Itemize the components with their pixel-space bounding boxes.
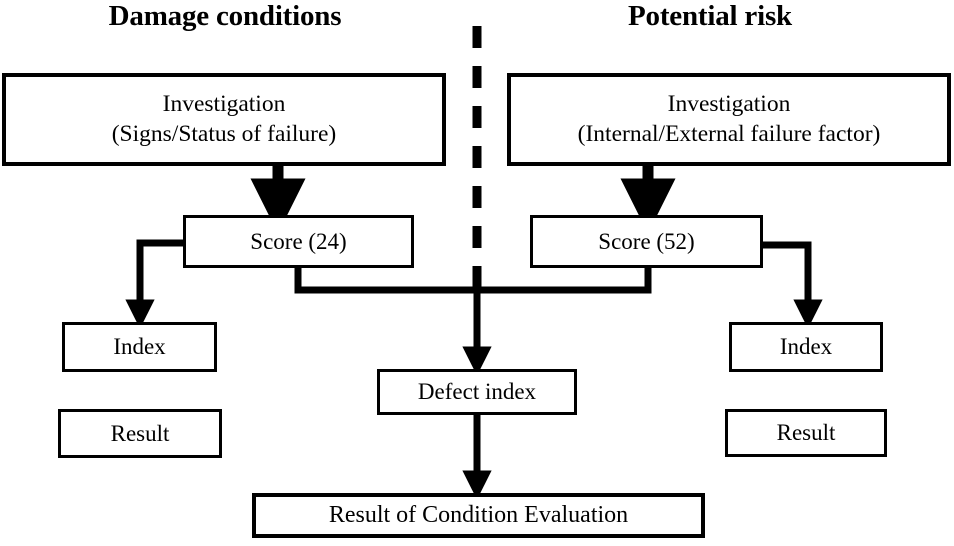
node-final-result-label: Result of Condition Evaluation xyxy=(328,502,629,529)
node-index-right[interactable]: Index xyxy=(729,322,883,372)
node-result-right-label: Result xyxy=(776,420,836,446)
edge-score-left-merge-leg xyxy=(294,268,477,294)
node-score-left[interactable]: Score (24) xyxy=(183,215,414,268)
edge-score-left-to-index-left xyxy=(125,239,183,329)
column-title-potential-risk: Potential risk xyxy=(628,0,792,32)
node-investigation-left-label: Investigation (Signs/Status of failure) xyxy=(111,91,337,147)
node-index-left[interactable]: Index xyxy=(62,322,217,372)
node-defect-index-label: Defect index xyxy=(417,379,537,405)
node-final-result[interactable]: Result of Condition Evaluation xyxy=(252,493,705,538)
node-score-left-label: Score (24) xyxy=(250,228,347,254)
node-index-right-label: Index xyxy=(779,334,833,360)
node-investigation-right-label: Investigation (Internal/External failure… xyxy=(577,91,881,147)
node-investigation-right[interactable]: Investigation (Internal/External failure… xyxy=(507,73,951,166)
node-result-right[interactable]: Result xyxy=(725,409,887,457)
node-investigation-left[interactable]: Investigation (Signs/Status of failure) xyxy=(2,73,446,166)
column-title-damage-conditions: Damage conditions xyxy=(108,0,342,32)
node-index-left-label: Index xyxy=(113,334,166,360)
edge-score-right-merge-leg xyxy=(477,268,652,294)
node-score-right-label: Score (52) xyxy=(598,228,695,254)
node-defect-index[interactable]: Defect index xyxy=(377,369,577,415)
node-score-right[interactable]: Score (52) xyxy=(530,215,763,268)
node-result-left[interactable]: Result xyxy=(58,409,222,458)
node-result-left-label: Result xyxy=(110,420,170,446)
edge-score-right-to-index-right xyxy=(763,241,823,329)
